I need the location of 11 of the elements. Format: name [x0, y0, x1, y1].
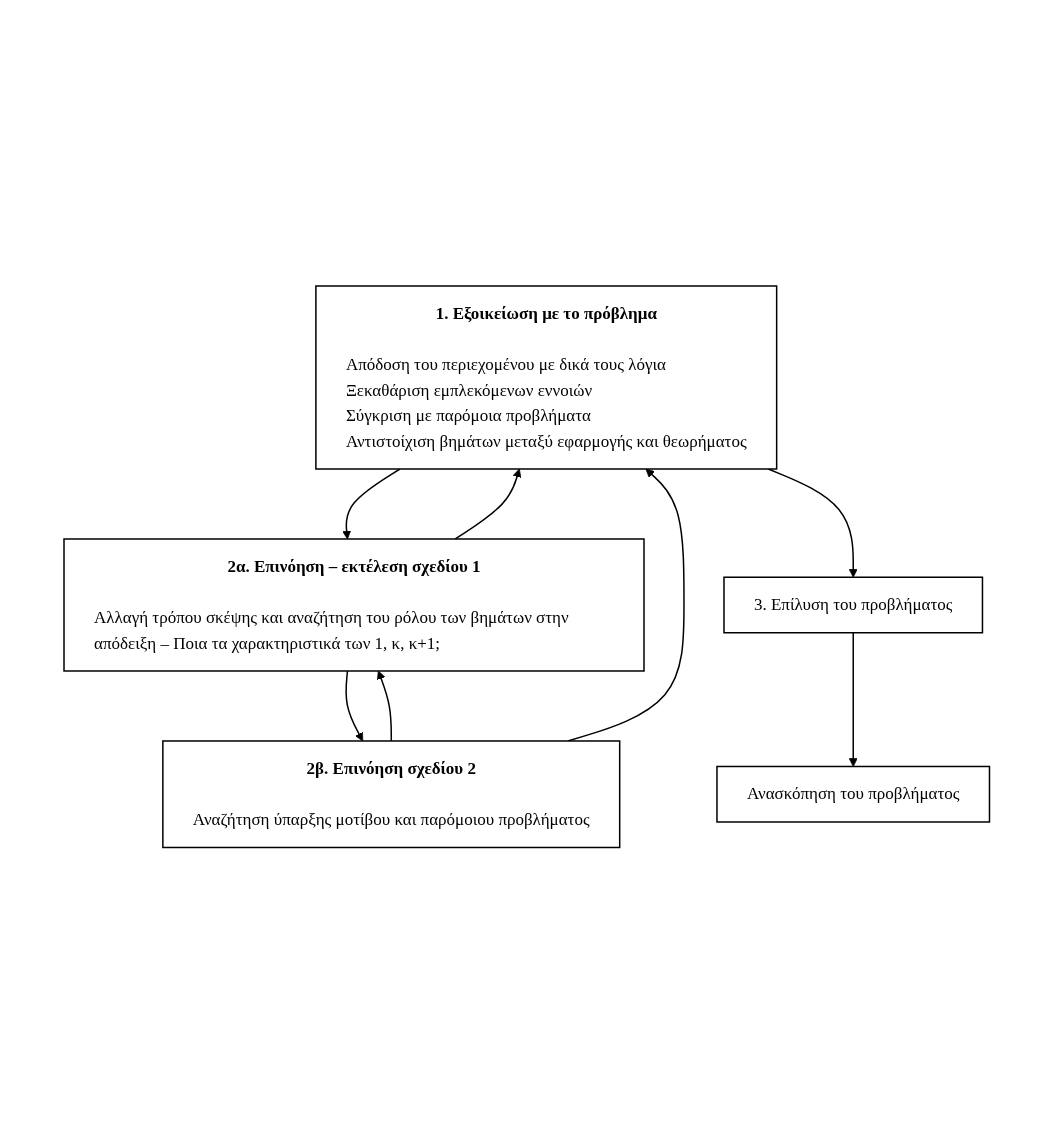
node-box: 1. Εξοικείωση με το πρόβλημα Απόδοση του περιεχομένου με δικά τους λόγια Ξεκαθάριση εμπλεκόμενων εννοιών Σύγκριση με παρόμοια προβλήματα Αντιστοίχιση βημάτων μεταξύ εφαρμογής και θεωρήματος	[315, 285, 778, 470]
arrow	[454, 468, 522, 540]
arrow	[767, 468, 858, 578]
arrow	[342, 468, 401, 540]
node-box: 3. Επίλυση του προβλήματος	[723, 576, 984, 634]
node-box: Ανασκόπηση του προβλήματος	[716, 765, 991, 823]
node-box: 2α. Επινόηση – εκτέλεση σχεδίου 1 Αλλαγή τρόπου σκέψης και αναζήτηση του ρόλου των βημάτων στην απόδειξη – Ποια τα χαρακτηριστικά των 1, κ, κ+1;	[63, 538, 645, 672]
arrow	[345, 670, 364, 742]
node-box: 2β. Επινόηση σχεδίου 2 Αναζήτηση ύπαρξης μοτίβου και παρόμοιου προβλήματος	[162, 740, 621, 848]
arrow	[849, 631, 858, 767]
arrow	[377, 670, 393, 742]
